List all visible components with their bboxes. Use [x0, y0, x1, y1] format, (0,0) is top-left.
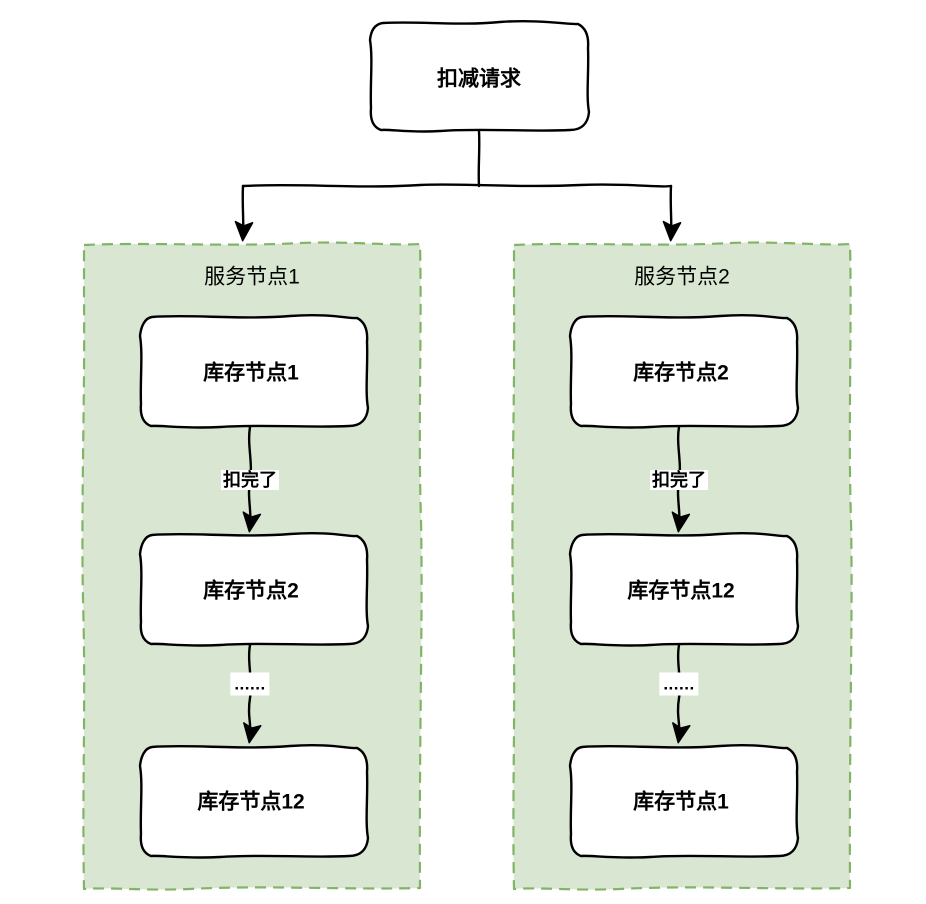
group-2-label: 服务节点2 [634, 265, 730, 289]
node-right-1-shape [568, 313, 800, 429]
edge-right-2-3-label: ...... [659, 672, 699, 696]
node-right-1[interactable] [568, 313, 800, 429]
edge-left-2-3 [243, 643, 262, 744]
node-left-1-label: 库存节点1 [203, 361, 299, 385]
node-left-3[interactable] [138, 743, 370, 859]
node-left-2[interactable] [138, 531, 370, 647]
node-right-3[interactable] [568, 743, 800, 859]
node-right-2-label: 库存节点12 [627, 579, 735, 603]
node-root-label: 扣减请求 [437, 67, 521, 91]
edge-left-2-3-label: ...... [230, 672, 270, 696]
node-left-1[interactable] [138, 313, 370, 429]
node-left-3-label: 库存节点12 [197, 790, 305, 814]
edge-root-split [234, 129, 682, 242]
edge-right-1-2-label: 扣完了 [650, 470, 708, 490]
node-root-shape [368, 19, 591, 133]
edge-left-1-2-label: 扣完了 [221, 470, 279, 490]
group-1-label: 服务节点1 [204, 265, 300, 289]
node-left-2-label: 库存节点2 [203, 579, 299, 603]
node-left-3-shape [138, 743, 370, 859]
edge-right-2-3 [672, 643, 691, 744]
node-right-2[interactable] [568, 531, 800, 647]
node-left-1-shape [138, 313, 370, 429]
node-left-2-shape [138, 531, 370, 647]
node-right-3-shape [568, 743, 800, 859]
node-right-3-label: 库存节点1 [633, 790, 729, 814]
node-right-1-label: 库存节点2 [633, 361, 729, 385]
node-right-2-shape [568, 531, 800, 647]
node-root[interactable] [368, 19, 591, 133]
